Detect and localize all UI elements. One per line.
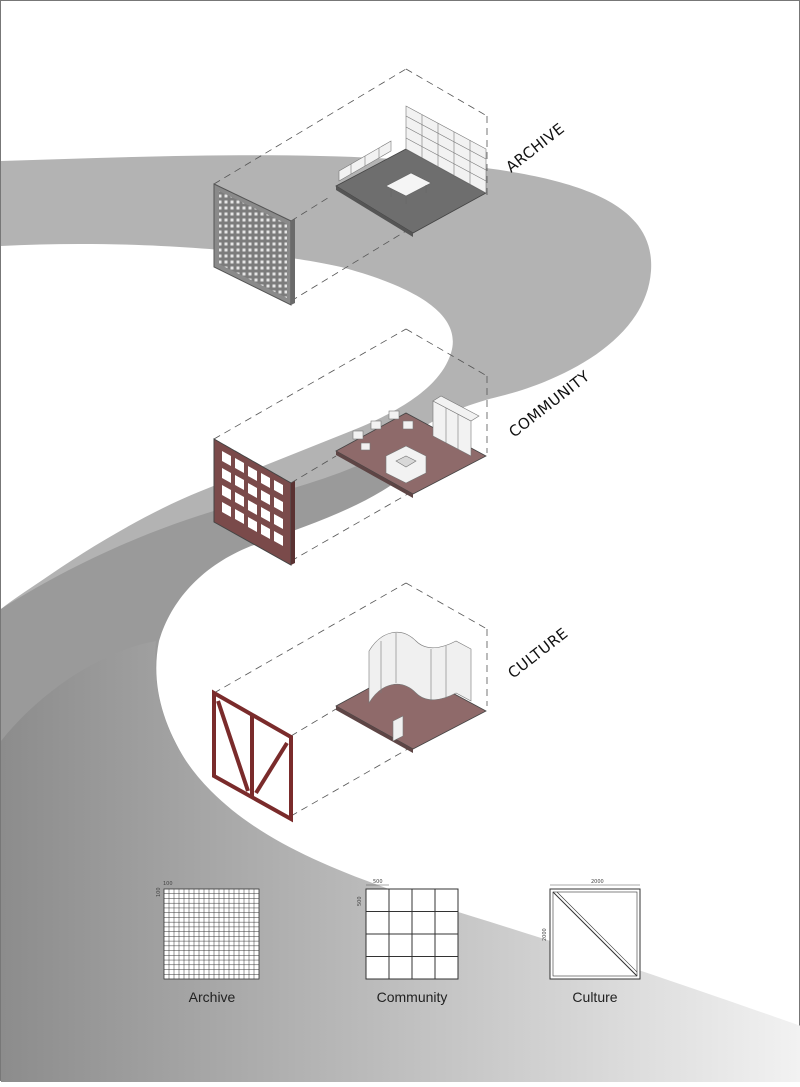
archive-shelves — [338, 105, 487, 194]
community-pattern-label: Community — [377, 989, 448, 1005]
culture-curved-wall — [368, 632, 472, 742]
archive-pattern: 100 100 Archive — [156, 881, 260, 1005]
archive-floor-edge — [336, 186, 413, 237]
culture-floor-edge — [336, 706, 413, 753]
culture-frame-panel — [212, 689, 293, 823]
community-pattern-lines — [366, 889, 458, 979]
culture-pattern-diagonal — [552, 891, 638, 977]
archive-pattern-lines — [164, 889, 259, 979]
culture-module: CULTURE — [212, 582, 572, 823]
culture-pattern: 2000 2000 Culture — [542, 879, 641, 1005]
archive-pattern-grid — [163, 888, 260, 980]
community-floor-edge — [336, 451, 413, 498]
culture-dim-side: 2000 — [542, 928, 548, 941]
community-dim-side: 500 — [357, 896, 363, 906]
culture-dim-top: 2000 — [591, 879, 604, 885]
culture-pattern-label: Culture — [572, 989, 617, 1005]
community-screen-panel — [213, 438, 295, 566]
path-inner-white — [1, 243, 453, 609]
archive-pattern-label: Archive — [189, 989, 236, 1005]
archive-zone-label: ARCHIVE — [502, 119, 568, 176]
community-dim-top: 500 — [373, 879, 383, 885]
culture-zone-label: CULTURE — [504, 624, 571, 682]
archive-dim-top: 100 — [163, 881, 173, 887]
archive-dim-side: 100 — [156, 887, 162, 897]
community-furniture — [352, 395, 480, 484]
community-pattern: 500 500 Community — [357, 879, 459, 1005]
community-screen-openings — [222, 451, 283, 546]
archive-screen-panel — [213, 183, 295, 306]
archive-table — [385, 172, 432, 204]
